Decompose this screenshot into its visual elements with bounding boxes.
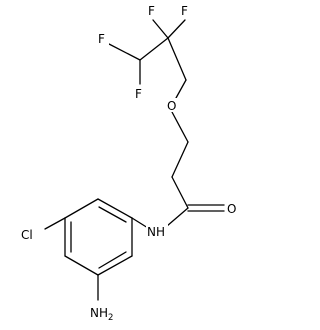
bond-o-ch2 [171,111,189,143]
bond-ch2-carbonyl [171,176,189,209]
atom-nh2: NH2 [90,306,113,323]
ring-bond-5-inner [98,251,127,269]
chemical-structure: F F F F O O NH Cl NH2 [20,3,240,323]
ring-bond-5 [97,255,133,276]
atom-labels: F F F F O O NH Cl NH2 [20,3,240,323]
atom-f-top-left: F [148,4,155,18]
atom-f-top-mid: F [98,32,105,46]
structure-canvas: F F F F O O NH Cl NH2 [20,3,240,323]
bond-carbonyl-nh [166,207,189,227]
ring-bond-1-inner [98,206,127,223]
bond-cf2-ch2 [167,37,187,81]
bond-nh-ring [131,217,149,229]
bond-cf2-f-top-left [152,19,169,39]
ring-bond-1 [97,198,133,219]
bond-ch2-o [175,79,187,99]
ring-bond-4 [64,255,99,276]
atom-cl: Cl [21,228,33,242]
bond-cf2-chf2 [139,37,169,61]
atom-nh2-main: NH [90,306,108,320]
atom-o-ether: O [167,99,176,113]
atom-f-lower: F [135,87,142,101]
atom-f-top-right: F [181,4,188,18]
bond-ring-cl [44,217,66,230]
bond-chf2-f-top [108,43,141,61]
ring-bond-2 [64,198,99,219]
atom-o-carbonyl: O [227,202,236,216]
atom-nh2-subscript: 2 [108,313,113,323]
bonds [44,19,225,301]
atom-nh: NH [147,225,165,239]
bond-ch2-ch2 [171,141,189,178]
bond-cf2-f-top-right [167,19,186,39]
